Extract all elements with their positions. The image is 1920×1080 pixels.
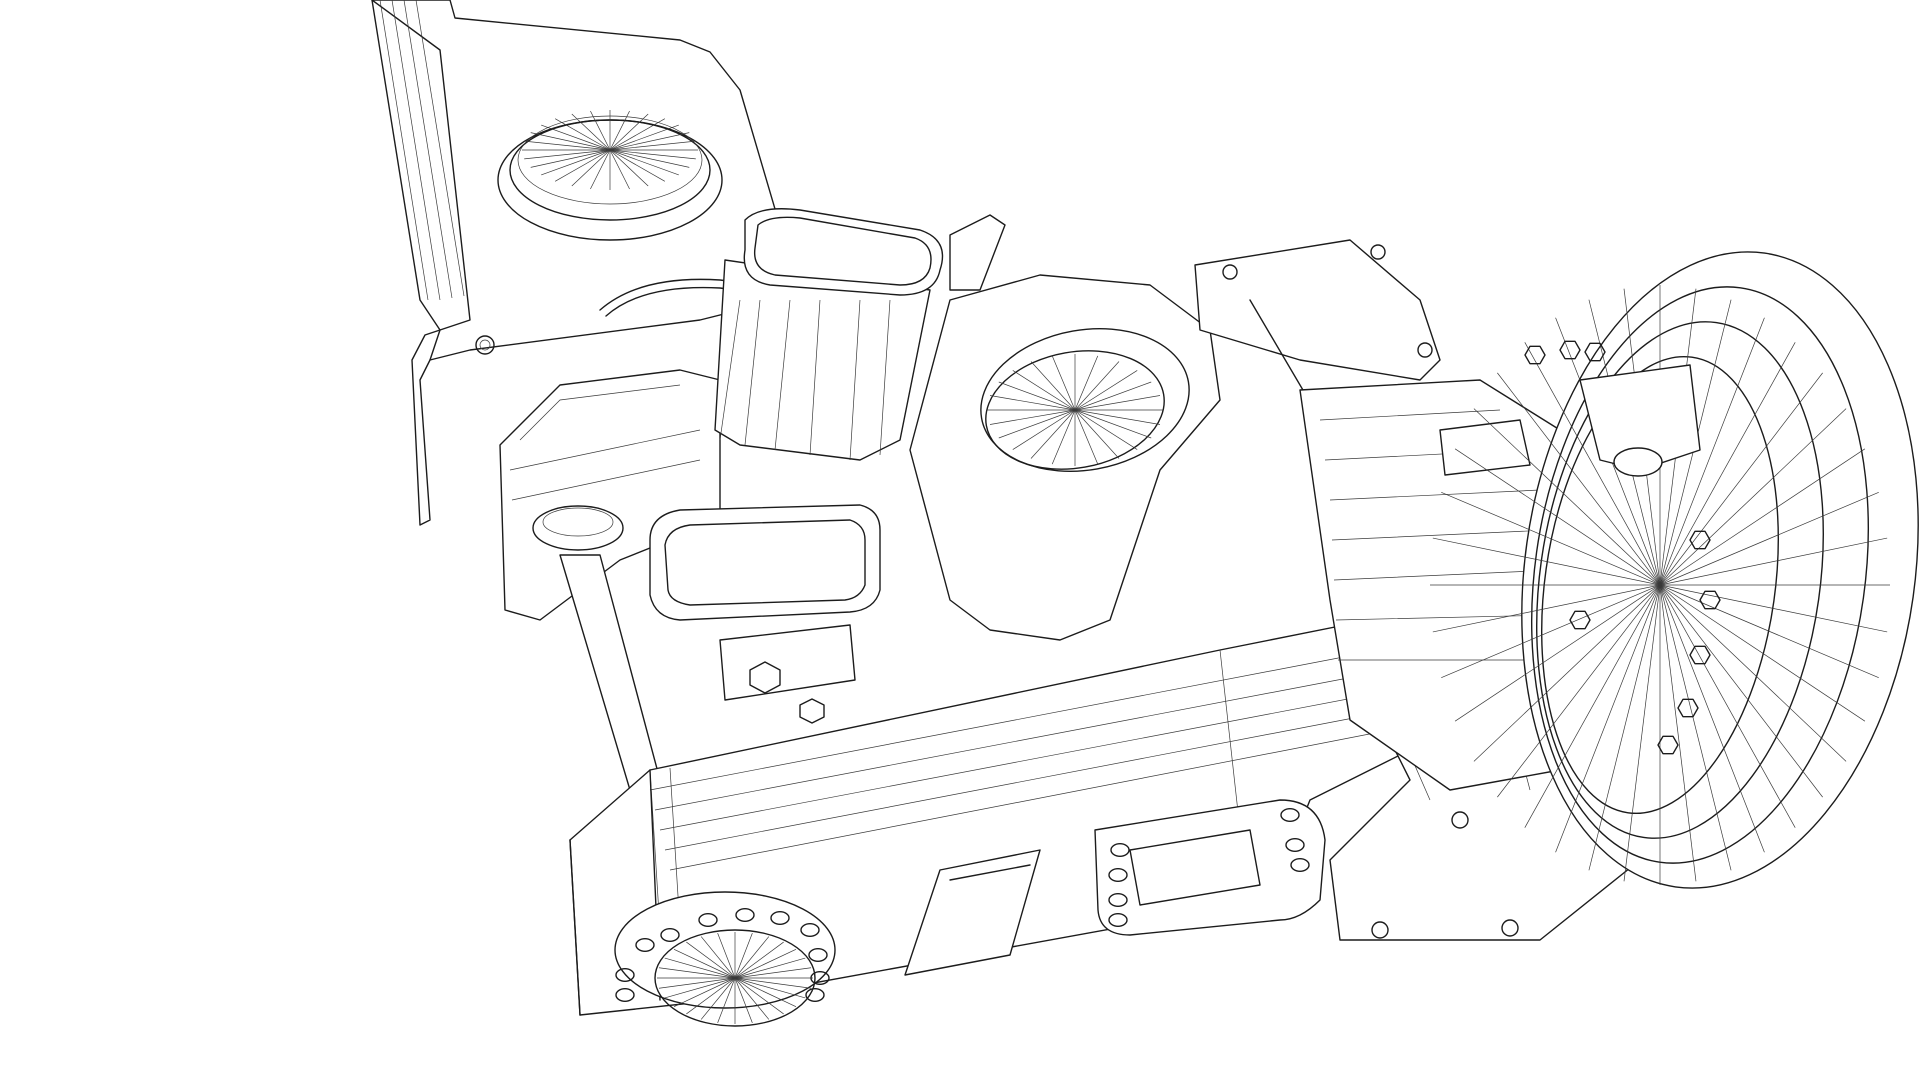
bolt	[1108, 893, 1128, 908]
hex-bolt	[1657, 735, 1679, 755]
bolt	[660, 928, 680, 943]
hex-bolt	[1569, 610, 1591, 630]
bolt	[615, 988, 635, 1003]
cylindrical-housing	[909, 214, 1221, 641]
bolt	[635, 938, 655, 953]
bolt	[698, 913, 718, 928]
slot-plate	[904, 849, 1041, 976]
bolt	[735, 908, 755, 923]
bolt	[808, 948, 828, 963]
hex-bolt	[1559, 340, 1581, 360]
bolt	[770, 911, 790, 926]
bolt	[615, 968, 635, 983]
bolt	[810, 971, 830, 986]
round-dial	[614, 891, 836, 1027]
bolt	[1285, 838, 1305, 853]
top-round-knob	[497, 110, 723, 241]
hex-bolt	[1689, 530, 1711, 550]
bolt	[1280, 808, 1300, 823]
large-wheel	[1430, 251, 1919, 889]
left-rect-tube	[649, 504, 881, 724]
mounting-plate	[371, 0, 791, 526]
bolt-cutout-plate	[1094, 799, 1326, 936]
bolt	[1290, 858, 1310, 873]
bolt	[805, 988, 825, 1003]
hex-bolt	[1677, 698, 1699, 718]
bolt	[1108, 868, 1128, 883]
hex-bolt	[1584, 342, 1606, 362]
hex-bolt	[1524, 345, 1546, 365]
bolt	[1108, 913, 1128, 928]
hex-bolt	[1699, 590, 1721, 610]
bolt	[800, 923, 820, 938]
bolt	[1110, 843, 1130, 858]
oval-tube-upper	[714, 208, 944, 461]
hex-bolt	[1689, 645, 1711, 665]
